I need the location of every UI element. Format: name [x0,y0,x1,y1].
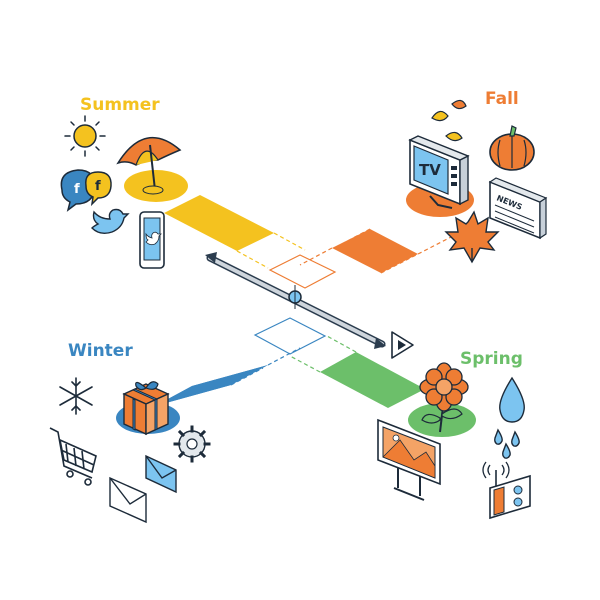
tv-text: TV [419,161,441,179]
play-icon[interactable] [391,331,414,359]
fall-group: Fall TV [406,89,548,264]
facebook-bubbles-icon: f f [60,169,112,212]
sun-icon [64,115,106,157]
water-drops-icon [494,376,525,459]
winter-label: Winter [68,341,133,361]
tv-icon: TV [408,135,470,209]
facebook-glyph-2: f [95,179,101,194]
summer-group: Summer f f [60,95,188,269]
newspaper-icon: NEWS [488,177,548,240]
fall-label: Fall [485,89,519,109]
summer-band [164,195,274,251]
spring-label: Spring [460,349,523,369]
maple-leaf-icon [444,210,500,264]
pumpkin-icon [489,125,535,171]
beach-umbrella-icon [116,136,182,195]
spring-band [320,352,425,408]
twitter-phone-icon [139,211,165,269]
envelope-icon [109,454,177,524]
spring-group: Spring [377,349,531,520]
fall-band [332,229,418,273]
snowflake-icon [59,377,93,415]
winter-group: Winter [49,341,211,524]
gift-box-icon [122,381,170,436]
gear-icon [173,425,211,463]
billboard-icon [377,418,441,501]
twitter-bird-icon [91,208,130,235]
facebook-glyph: f [74,182,80,197]
summer-label: Summer [80,95,160,115]
center-cross [155,195,456,408]
falling-leaves-icon [431,99,467,142]
radio-icon [482,461,531,520]
flower-icon [419,362,469,433]
arrow-left-icon [205,252,217,263]
shopping-cart-icon [49,427,97,486]
arrow-right-icon [374,338,386,349]
